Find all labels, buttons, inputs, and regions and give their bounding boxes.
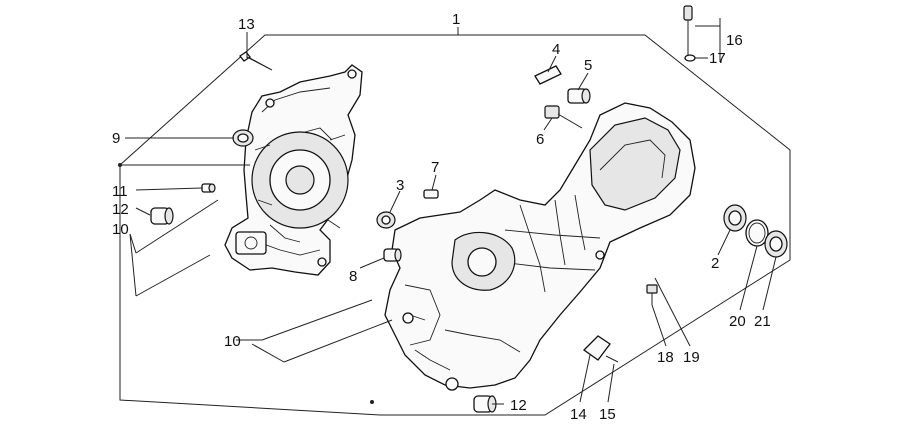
- callout-2: 2: [711, 255, 719, 272]
- callout-15: 15: [599, 406, 616, 423]
- part-10-studs-lower: [261, 299, 393, 363]
- callout-labels: 1 2 3 4 5 6 7 8 9 10 10 11 12 12 13 14 1…: [112, 11, 771, 423]
- callout-7: 7: [431, 159, 439, 176]
- assembly-outline: [119, 34, 791, 416]
- part-3-bearing: [376, 211, 396, 229]
- part-5-bush: [567, 88, 591, 104]
- part-12-bush-left: [150, 207, 174, 225]
- part-14-plate: [582, 335, 611, 361]
- leader-lines: [118, 18, 777, 405]
- callout-11: 11: [112, 183, 128, 200]
- callout-14: 14: [570, 406, 587, 423]
- part-11-dowel-pin: [201, 183, 216, 193]
- part-8-bush: [383, 248, 402, 262]
- callout-5: 5: [584, 57, 592, 74]
- part-10-studs-left: [135, 199, 219, 297]
- part-13-screw: [239, 51, 273, 71]
- callout-16: 16: [726, 32, 743, 49]
- callout-8: 8: [349, 268, 357, 285]
- callout-19: 19: [683, 349, 700, 366]
- part-21-seal: [764, 230, 788, 258]
- callout-9: 9: [112, 130, 120, 147]
- callout-18: 18: [657, 349, 674, 366]
- left-crankcase-half: [224, 64, 363, 276]
- callout-17: 17: [709, 50, 726, 67]
- callout-1: 1: [452, 11, 460, 28]
- callout-20: 20: [729, 313, 746, 330]
- part-2-bearing: [723, 204, 747, 232]
- callout-12-left: 12: [112, 201, 129, 218]
- callout-10-left: 10: [112, 221, 129, 238]
- part-4-pin: [534, 65, 562, 85]
- part-7-pin: [423, 189, 439, 199]
- part-15-screw: [605, 355, 619, 363]
- part-18-drain-bolt: [646, 284, 658, 305]
- callout-6: 6: [536, 131, 544, 148]
- callout-3: 3: [396, 177, 404, 194]
- callout-4: 4: [552, 41, 560, 58]
- part-9-seal: [232, 129, 254, 147]
- callout-21: 21: [754, 313, 771, 330]
- part-6-bolt: [544, 105, 583, 129]
- callout-10-lower: 10: [224, 333, 241, 350]
- callout-13: 13: [238, 16, 255, 33]
- callout-12-bottom: 12: [510, 397, 527, 414]
- right-crankcase-half: [384, 102, 696, 391]
- part-16-dipstick: [683, 5, 696, 62]
